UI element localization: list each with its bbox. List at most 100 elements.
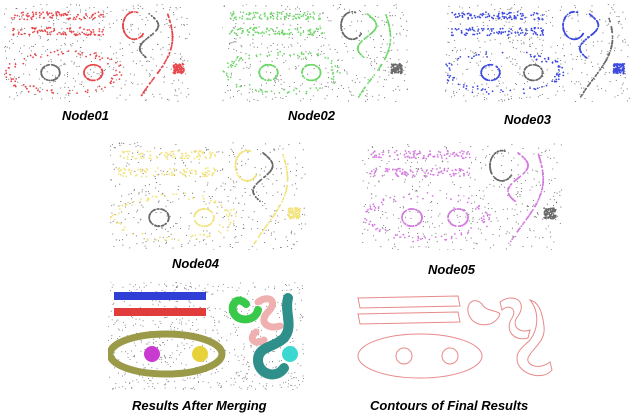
cluster-point — [582, 40, 585, 43]
cluster-point — [286, 176, 289, 178]
cluster-point — [555, 80, 558, 83]
noise-point — [577, 10, 579, 12]
noise-point — [53, 22, 55, 24]
noise-point — [543, 86, 545, 88]
noise-point — [69, 24, 71, 26]
cluster-point — [530, 14, 533, 17]
cluster-point — [112, 81, 115, 84]
cluster-point — [49, 51, 52, 54]
noise-point — [41, 8, 43, 10]
cluster-point — [159, 68, 162, 71]
noise-point — [77, 73, 79, 75]
cluster-point — [95, 52, 97, 54]
noise-point — [110, 145, 112, 147]
noise-point — [20, 92, 22, 94]
cluster-point — [171, 41, 174, 44]
cluster-point — [289, 54, 291, 57]
noise-point — [272, 174, 274, 176]
cluster-point — [118, 78, 121, 80]
cluster-point — [138, 153, 141, 156]
cluster-point — [72, 18, 75, 21]
cluster-point — [289, 12, 291, 15]
cluster-point — [46, 89, 49, 92]
noise-point — [346, 73, 348, 75]
noise-point — [532, 169, 534, 171]
cluster-point — [5, 72, 8, 75]
noise-point — [9, 47, 11, 49]
noise-point — [167, 200, 169, 202]
noise-point — [501, 65, 503, 67]
noise-point — [563, 90, 565, 92]
noise-point — [271, 98, 273, 100]
noise-point — [79, 34, 81, 36]
noise-point — [392, 24, 394, 26]
cluster-point — [129, 171, 132, 174]
cluster-point — [490, 63, 493, 66]
cluster-point — [173, 173, 176, 176]
cluster-point — [575, 38, 578, 40]
noise-point — [591, 101, 593, 102]
noise-point — [220, 185, 222, 187]
cluster-point — [529, 64, 532, 66]
cluster-point — [241, 30, 244, 32]
noise-point — [66, 18, 68, 20]
cluster-point — [97, 34, 100, 36]
noise-point — [513, 12, 515, 14]
cluster-point — [355, 37, 358, 40]
noise-point — [56, 39, 58, 41]
noise-point — [169, 201, 171, 204]
cluster-point — [499, 27, 502, 30]
cluster-point — [450, 34, 453, 37]
noise-point — [276, 180, 278, 182]
noise-point — [259, 174, 261, 176]
noise-point — [266, 47, 268, 49]
cluster-point — [531, 29, 534, 32]
noise-point — [51, 85, 53, 87]
cluster-point — [286, 33, 288, 35]
cluster-point — [131, 155, 133, 158]
cluster-point — [31, 26, 33, 29]
cluster-point — [537, 17, 540, 20]
cluster-point — [150, 158, 152, 160]
noise-point — [452, 83, 454, 85]
noise-point — [301, 228, 303, 230]
cluster-point — [253, 193, 255, 196]
noise-point — [170, 155, 172, 157]
cluster-point — [5, 76, 8, 78]
noise-point — [33, 93, 35, 95]
noise-point — [66, 75, 69, 78]
cluster-point — [363, 38, 366, 40]
noise-point — [280, 97, 282, 99]
cluster-point — [109, 81, 112, 84]
cluster-point — [58, 70, 61, 72]
cluster-point — [486, 56, 488, 58]
noise-point — [572, 58, 574, 60]
noise-point — [407, 60, 408, 62]
noise-point — [509, 36, 511, 38]
noise-point — [232, 180, 234, 182]
cluster-point — [481, 75, 483, 77]
noise-point — [156, 182, 158, 184]
cluster-point — [274, 77, 276, 80]
cluster-point — [113, 218, 116, 221]
cluster-point — [532, 13, 535, 16]
cluster-point — [160, 66, 163, 69]
noise-point — [376, 168, 378, 171]
noise-point — [508, 27, 510, 29]
cluster-point — [155, 29, 158, 32]
noise-point — [476, 62, 478, 64]
noise-point — [399, 89, 401, 91]
noise-point — [628, 97, 630, 99]
noise-point — [240, 44, 242, 47]
noise-point — [153, 241, 155, 243]
noise-point — [65, 22, 67, 24]
cluster-point — [498, 73, 501, 75]
cluster-point — [102, 33, 105, 36]
noise-point — [4, 46, 6, 48]
cluster-point — [270, 168, 273, 170]
noise-point — [532, 60, 534, 62]
cluster-point — [556, 60, 559, 63]
noise-point — [39, 36, 42, 38]
cluster-point — [592, 77, 595, 80]
cluster-point — [163, 62, 166, 64]
